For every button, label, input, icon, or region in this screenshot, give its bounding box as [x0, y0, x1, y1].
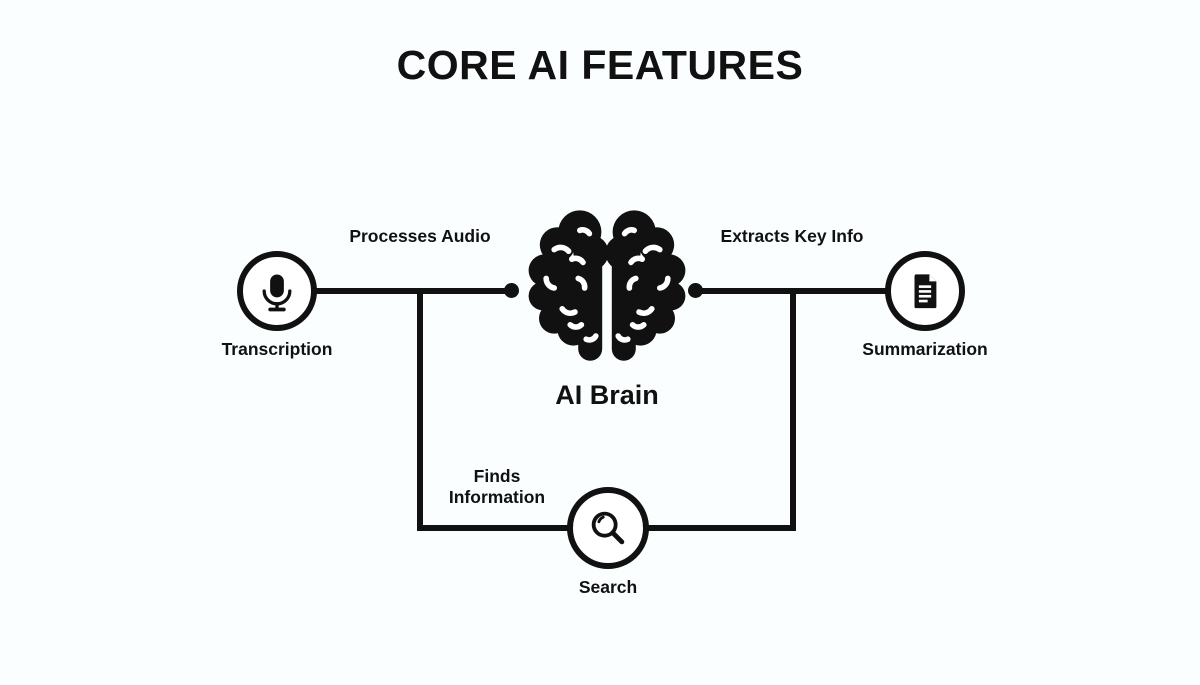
node-label-ai-brain: AI Brain	[555, 380, 659, 410]
connector-dot-right	[688, 283, 703, 298]
magnifier-icon	[585, 505, 631, 551]
node-label-transcription: Transcription	[221, 339, 333, 359]
node-transcription	[237, 251, 317, 331]
connector-dot-left	[504, 283, 519, 298]
edge-left-vertical	[417, 288, 423, 531]
node-search	[567, 487, 649, 569]
edge-label-processes-audio: Processes Audio	[349, 226, 491, 246]
edge-label-finds-information: Finds Information	[448, 466, 546, 507]
microphone-icon	[255, 269, 299, 313]
node-label-summarization: Summarization	[862, 339, 988, 359]
brain-icon	[527, 208, 687, 368]
page-title: CORE AI FEATURES	[396, 42, 804, 88]
edge-right-vertical	[790, 288, 796, 531]
node-summarization	[885, 251, 965, 331]
node-label-search: Search	[578, 577, 638, 597]
edge-label-extracts-key-info: Extracts Key Info	[720, 226, 864, 246]
edge-transcription-to-brain	[314, 288, 512, 294]
document-icon	[904, 270, 946, 312]
